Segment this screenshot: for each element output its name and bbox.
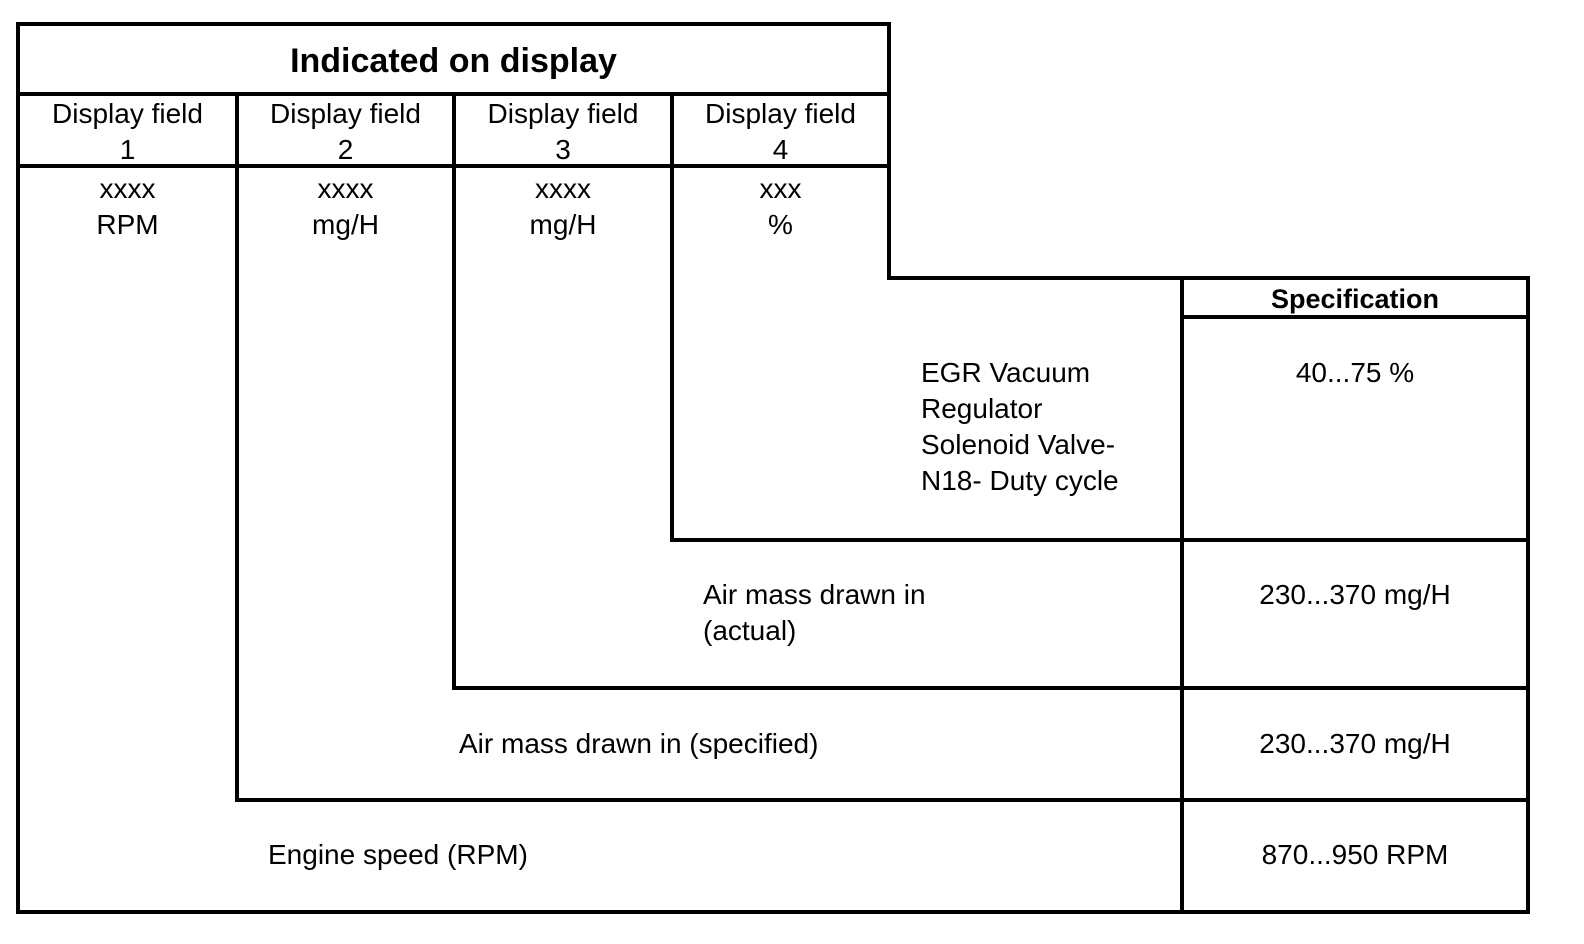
border-top [16, 22, 891, 26]
field-value-1-placeholder: xxxx [99, 173, 156, 204]
engine-speed-spec: 870...950 RPM [1261, 839, 1449, 870]
field-label-3-text: Display field [487, 98, 639, 129]
field-value-3-unit: mg/H [529, 209, 597, 240]
air-mass-actual-line-1: Air mass drawn in [703, 579, 926, 610]
field-label-1: Display field 1 [20, 96, 235, 168]
air-mass-specified-spec: 230...370 mg/H [1259, 728, 1451, 759]
spec-column-left [1180, 276, 1184, 914]
air-mass-actual-line-2: (actual) [703, 615, 797, 646]
spec-box-top [887, 276, 1530, 280]
step-field-4-bottom [670, 538, 1530, 542]
divider-field-2-3 [452, 92, 456, 690]
border-left [16, 22, 20, 914]
field-value-2: xxxx mg/H [239, 171, 452, 243]
engine-speed-description: Engine speed (RPM) [268, 839, 528, 870]
display-header-title: Indicated on display [290, 42, 617, 80]
egr-description-line-2: Regulator [921, 393, 1043, 424]
border-right [1526, 276, 1530, 914]
divider-field-3-4 [670, 92, 674, 542]
egr-description-line-4: N18- Duty cycle [921, 465, 1119, 496]
field-label-4: Display field 4 [674, 96, 887, 168]
field-value-4-placeholder: xxx [759, 173, 802, 204]
field-value-2-unit: mg/H [312, 209, 379, 240]
field-label-2: Display field 2 [239, 96, 452, 168]
air-mass-specified-description: Air mass drawn in (specified) [459, 728, 819, 759]
field-label-1-text: Display field [52, 98, 203, 129]
egr-duty-cycle-spec: 40...75 % [1295, 357, 1415, 388]
air-mass-actual-description: Air mass drawn in (actual) [703, 577, 926, 649]
field-value-4-unit: % [768, 209, 793, 240]
field-value-4: xxx % [674, 171, 887, 243]
specification-header: Specification [1270, 284, 1440, 314]
egr-description-line-1: EGR Vacuum [921, 357, 1091, 388]
field-value-2-placeholder: xxxx [317, 173, 374, 204]
field-label-1-number: 1 [119, 134, 136, 165]
egr-description-line-3: Solenoid Valve- [921, 429, 1116, 460]
field-label-3: Display field 3 [456, 96, 670, 168]
divider-field-1-2 [235, 92, 239, 802]
field-value-3-placeholder: xxxx [535, 173, 591, 204]
egr-duty-cycle-description: EGR Vacuum Regulator Solenoid Valve- N18… [921, 355, 1119, 499]
step-field-3-bottom [452, 686, 1530, 690]
field-label-4-number: 4 [772, 134, 789, 165]
field-label-2-number: 2 [337, 134, 354, 165]
border-bottom [16, 910, 1530, 914]
step-field-2-bottom [235, 798, 1530, 802]
field-value-1: xxxx RPM [20, 171, 235, 243]
field-label-3-number: 3 [555, 134, 571, 165]
field-label-4-text: Display field [705, 98, 856, 129]
spec-header-divider [1180, 315, 1530, 319]
field-label-2-text: Display field [270, 98, 421, 129]
field-value-3: xxxx mg/H [456, 171, 670, 243]
header-right-edge [887, 22, 891, 280]
air-mass-actual-spec: 230...370 mg/H [1259, 579, 1451, 610]
field-value-1-unit: RPM [96, 209, 159, 240]
